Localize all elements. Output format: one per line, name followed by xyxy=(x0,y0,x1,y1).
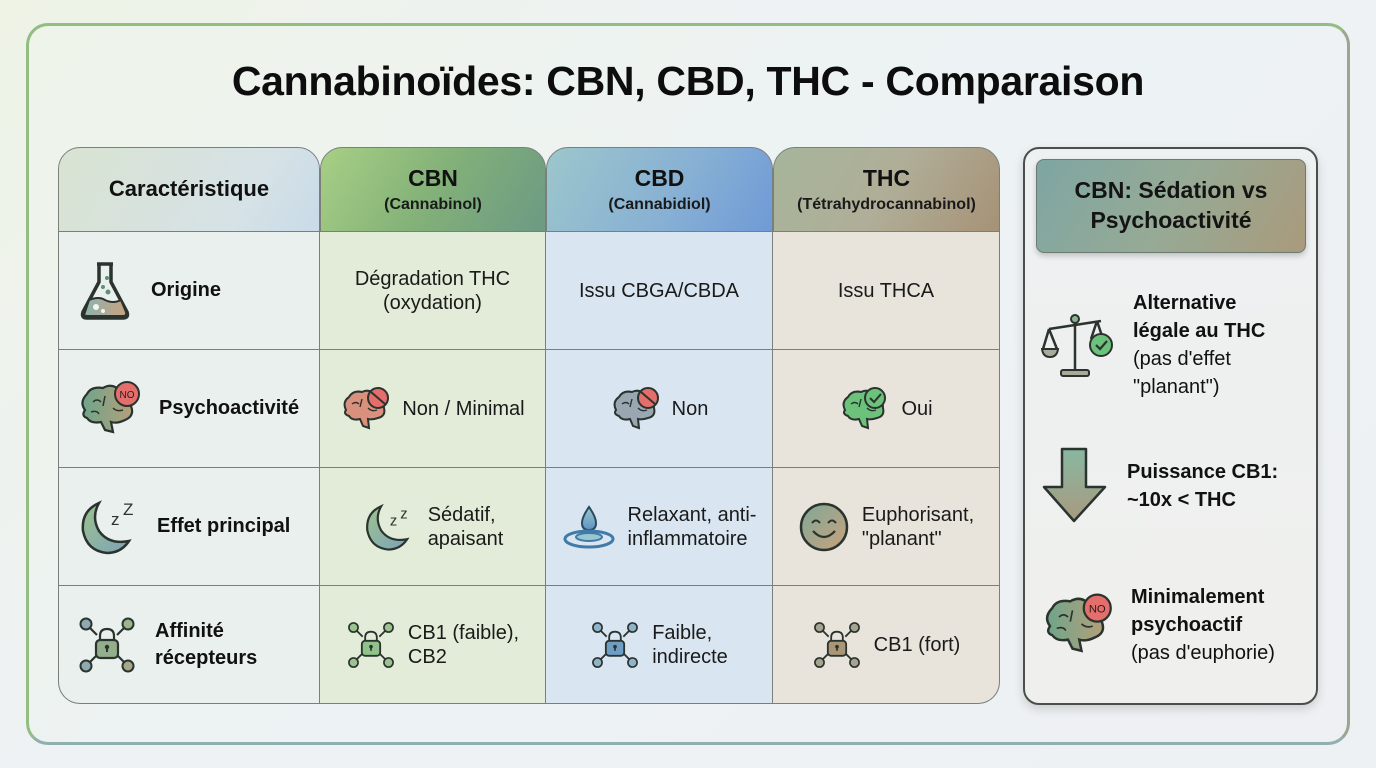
header-cbn-title: CBN xyxy=(408,164,458,191)
cell-text: CB1 (faible), xyxy=(407,621,520,644)
smiley-icon xyxy=(799,502,849,551)
brain-blocked-icon xyxy=(613,386,659,429)
row-label-text: Effet principal xyxy=(157,515,291,537)
svg-text:NO: NO xyxy=(120,390,135,401)
svg-text:Z: Z xyxy=(123,500,133,519)
cell-text: (oxydation) xyxy=(383,291,482,314)
flask-icon xyxy=(80,261,130,320)
cell-thc-psychoactivite: Oui xyxy=(773,350,1000,468)
cell-text: Oui xyxy=(901,397,933,420)
svg-text:z: z xyxy=(400,506,407,522)
cell-text: Issu CBGA/CBDA xyxy=(578,279,740,302)
moon-sleep-icon: z z xyxy=(365,503,410,551)
cell-cbn-effet: z z Sédatif,apaisant xyxy=(320,468,546,586)
cell-thc-affinite: CB1 (fort) xyxy=(773,586,1000,704)
header-cbd-subtitle: (Cannabidiol) xyxy=(608,196,711,214)
brain-check-icon xyxy=(842,386,887,429)
balance-check-icon xyxy=(1041,314,1113,377)
cell-text: CB2 xyxy=(407,645,447,668)
side-item-text: Puissance CB1: ~10x < THC xyxy=(1127,461,1279,511)
cell-cbd-affinite: Faible,indirecte xyxy=(546,586,773,704)
row-label-psychoactivite: NO Psychoactivité xyxy=(58,350,320,468)
svg-text:z: z xyxy=(390,513,397,529)
cell-text: Faible, xyxy=(652,621,713,644)
cell-text: Non xyxy=(671,397,709,420)
side-item-text: Alternative légale au THC (pas d'effet "… xyxy=(1133,292,1266,398)
brain-no-icon: NO xyxy=(1045,593,1112,653)
header-cbn: CBN (Cannabinol) xyxy=(320,147,546,232)
cell-text: Sédatif, xyxy=(427,503,496,526)
down-arrow-icon xyxy=(1042,447,1107,523)
header-cbn-subtitle: (Cannabinol) xyxy=(384,196,482,214)
row-label-effet: z Z Effet principal xyxy=(58,468,320,586)
cell-thc-origine: Issu THCA xyxy=(773,232,1000,350)
receptor-lock-icon xyxy=(79,617,135,672)
receptor-lock-icon xyxy=(348,621,394,668)
side-item-text: Minimalement psychoactif (pas d'euphorie… xyxy=(1131,586,1275,664)
header-thc-title: THC xyxy=(862,164,911,191)
page-title: Cannabinoïdes: CBN, CBD, THC - Comparais… xyxy=(231,58,1145,104)
svg-text:z: z xyxy=(111,510,120,529)
header-label: Caractéristique xyxy=(108,176,270,202)
cell-thc-effet: Euphorisant,"planant" xyxy=(773,468,1000,586)
header-cbd-title: CBD xyxy=(634,164,685,191)
header-thc: THC (Tétrahydrocannabinol) xyxy=(773,147,1000,232)
header-cbd: CBD (Cannabidiol) xyxy=(546,147,773,232)
cell-cbn-psychoactivite: Non / Minimal xyxy=(320,350,546,468)
brain-no-icon: NO xyxy=(81,380,140,433)
row-label-text: Origine xyxy=(151,279,222,301)
header-characteristic: Caractéristique xyxy=(58,147,320,232)
side-item-legal-alternative: Alternative légale au THC (pas d'effet "… xyxy=(1041,289,1265,401)
cell-cbd-psychoactivite: Non xyxy=(546,350,773,468)
cell-cbd-effet: Relaxant, anti-inflammatoire xyxy=(546,468,773,586)
side-item-minimal-psychoactive: NO Minimalement psychoactif (pas d'eupho… xyxy=(1041,583,1275,667)
receptor-lock-icon xyxy=(592,621,639,668)
cell-text: Non / Minimal xyxy=(402,397,525,420)
cell-text: CB1 (fort) xyxy=(873,633,961,656)
moon-sleep-icon: z Z xyxy=(81,500,133,554)
svg-text:NO: NO xyxy=(1089,604,1106,616)
cell-cbn-origine: Dégradation THC(oxydation) xyxy=(320,232,546,350)
cell-cbn-affinite: CB1 (faible),CB2 xyxy=(320,586,546,704)
receptor-lock-icon xyxy=(813,621,860,668)
cell-text: indirecte xyxy=(652,645,728,668)
brain-blocked-icon xyxy=(343,386,390,429)
cell-text: inflammatoire xyxy=(627,527,748,550)
comparison-table: Caractéristique CBN (Cannabinol) CBD (Ca… xyxy=(58,147,1000,704)
cell-text: "planant" xyxy=(861,527,942,550)
water-drop-icon xyxy=(563,504,615,548)
cell-cbd-origine: Issu CBGA/CBDA xyxy=(546,232,773,350)
row-label-origine: Origine xyxy=(58,232,320,350)
cell-text: Euphorisant, xyxy=(861,503,975,526)
side-item-cb1-potency: Puissance CB1: ~10x < THC xyxy=(1041,447,1278,525)
cell-text: apaisant xyxy=(427,527,504,550)
header-thc-subtitle: (Tétrahydrocannabinol) xyxy=(797,196,976,214)
cell-text: Dégradation THC xyxy=(354,267,511,290)
row-label-text: Psychoactivité xyxy=(159,397,300,419)
cell-text: Issu THCA xyxy=(837,279,935,302)
cell-text: Relaxant, anti- xyxy=(627,503,757,526)
